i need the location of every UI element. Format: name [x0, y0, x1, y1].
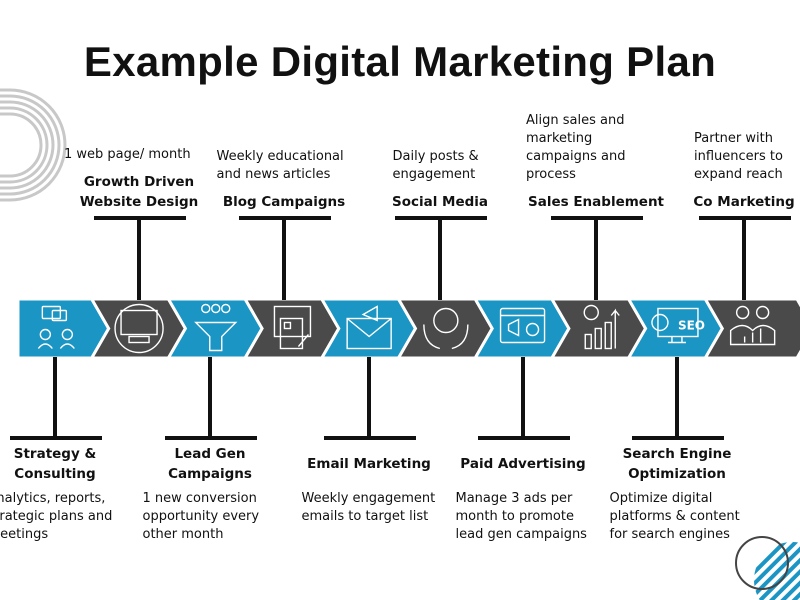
dollar-growth-icon: [583, 304, 620, 350]
step-description: 1 web page/ month: [64, 147, 191, 162]
step-description: Manage 3 ads per month to promote lead g…: [455, 491, 587, 542]
connector-line: [282, 218, 286, 300]
blog-document-icon: [273, 305, 312, 350]
step-description: Weekly engagement emails to target list: [301, 491, 436, 524]
step-title: Co Marketing: [693, 194, 795, 210]
step-title: Blog Campaigns: [222, 194, 346, 210]
connector-bar: [165, 436, 257, 440]
connector-line: [137, 218, 141, 300]
connector-line: [521, 357, 525, 439]
step-title: Email Marketing: [307, 456, 431, 472]
step-title: Social Media: [391, 194, 489, 210]
step-description: 1 new conversion opportunity every other…: [142, 491, 260, 542]
seo-monitor-icon: [651, 307, 699, 344]
step-label: Partner with influencers to expand reach…: [669, 130, 800, 212]
chevron-segment: [702, 297, 800, 360]
globe-hands-icon: [423, 307, 469, 350]
website-design-icon: [114, 303, 164, 354]
step-description: Partner with influencers to expand reach: [694, 131, 783, 182]
step-title: Sales Enablement: [527, 194, 665, 210]
connector-line: [53, 357, 57, 439]
connector-bar: [395, 216, 487, 220]
concentric-arcs-decoration: [0, 88, 67, 202]
connector-line: [438, 218, 442, 300]
connector-bar: [239, 216, 331, 220]
step-title: Strategy & Consulting: [13, 446, 97, 482]
connector-line: [742, 218, 746, 300]
ad-megaphone-dollar-icon: [499, 307, 546, 344]
step-description: Daily posts & engagement: [392, 149, 479, 182]
step-title: Growth Driven Website Design: [79, 174, 199, 210]
chevron-band: SEO: [16, 297, 800, 360]
step-label: Strategy & ConsultingAnalytics, reports,…: [0, 444, 130, 544]
connector-line: [594, 218, 598, 300]
striped-circle-decoration: [754, 542, 800, 600]
seo-text: SEO: [678, 319, 705, 333]
connector-bar: [10, 436, 102, 440]
connector-bar: [478, 436, 570, 440]
connector-bar: [94, 216, 186, 220]
connector-line: [208, 357, 212, 439]
connector-bar: [632, 436, 724, 440]
connector-bar: [699, 216, 791, 220]
step-description: Weekly educational and news articles: [216, 149, 344, 182]
page-title: Example Digital Marketing Plan: [83, 38, 717, 85]
step-label: Lead Gen Campaigns 1 new conversion oppor…: [135, 444, 285, 544]
connector-bar: [551, 216, 643, 220]
step-title: Search Engine Optimization: [622, 446, 732, 482]
connector-bar: [324, 436, 416, 440]
lead-funnel-icon: [194, 303, 238, 352]
step-label: Align sales and marketing campaigns and …: [521, 112, 671, 212]
step-title: Paid Advertising: [460, 456, 586, 472]
email-megaphone-icon: [346, 305, 392, 350]
partners-chart-icon: [729, 305, 776, 346]
outline-circle-decoration: [735, 536, 789, 590]
step-description: Align sales and marketing campaigns and …: [526, 113, 626, 182]
step-description: Optimize digital platforms & content for…: [609, 491, 740, 542]
connector-line: [675, 357, 679, 439]
connector-line: [367, 357, 371, 439]
chat-people-icon: [37, 305, 75, 349]
step-description: Analytics, reports, strategic plans and …: [0, 491, 113, 542]
step-title: Lead Gen Campaigns: [168, 446, 252, 482]
